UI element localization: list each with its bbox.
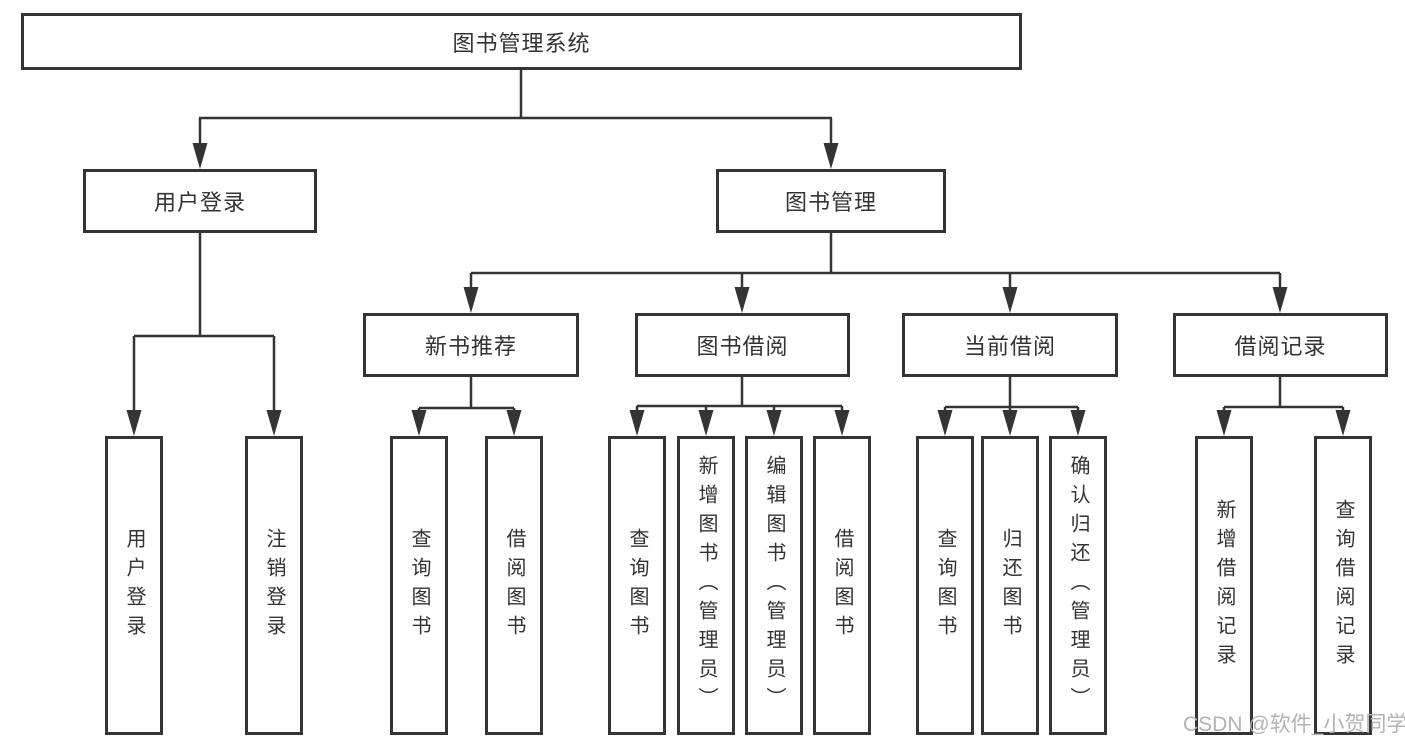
node-label: 用户登录 — [153, 190, 246, 215]
node-book-borrowing: 图书借阅 — [635, 313, 850, 377]
leaf-query-books: 查询图书 — [608, 436, 666, 735]
leaf-edit-books-admin: 编辑图书（管理员） — [745, 436, 803, 735]
node-root-system: 图书管理系统 — [21, 13, 1022, 70]
node-label: 新书推荐 — [424, 334, 517, 359]
node-book-management-branch: 图书管理 — [716, 169, 946, 233]
node-label: 图书借阅 — [696, 334, 789, 359]
node-current-borrowing: 当前借阅 — [902, 313, 1118, 377]
csdn-watermark: CSDN @软件_小贺同学 — [1183, 713, 1405, 736]
leaf-query-books: 查询图书 — [390, 436, 448, 735]
leaf-confirm-return-admin: 确认归还（管理员） — [1049, 436, 1107, 735]
leaf-add-books-admin: 新增图书（管理员） — [677, 436, 735, 735]
leaf-user-login: 用户登录 — [105, 436, 163, 735]
leaf-query-books: 查询图书 — [916, 436, 974, 735]
leaf-add-borrow-record: 新增借阅记录 — [1195, 436, 1253, 735]
node-label: 当前借阅 — [963, 334, 1056, 359]
leaf-borrow-books: 借阅图书 — [485, 436, 543, 735]
node-new-book-recommend: 新书推荐 — [363, 313, 579, 377]
leaf-return-books: 归还图书 — [981, 436, 1039, 735]
node-user-login-branch: 用户登录 — [83, 169, 317, 233]
node-label: 借阅记录 — [1234, 334, 1327, 359]
node-borrowing-records: 借阅记录 — [1173, 313, 1388, 377]
arrowheads — [126, 143, 1351, 436]
node-label: 图书管理系统 — [452, 30, 591, 56]
leaf-logout: 注销登录 — [245, 436, 303, 735]
node-label: 图书管理 — [784, 190, 877, 215]
leaf-query-borrow-record: 查询借阅记录 — [1314, 436, 1372, 735]
leaf-borrow-books: 借阅图书 — [813, 436, 871, 735]
